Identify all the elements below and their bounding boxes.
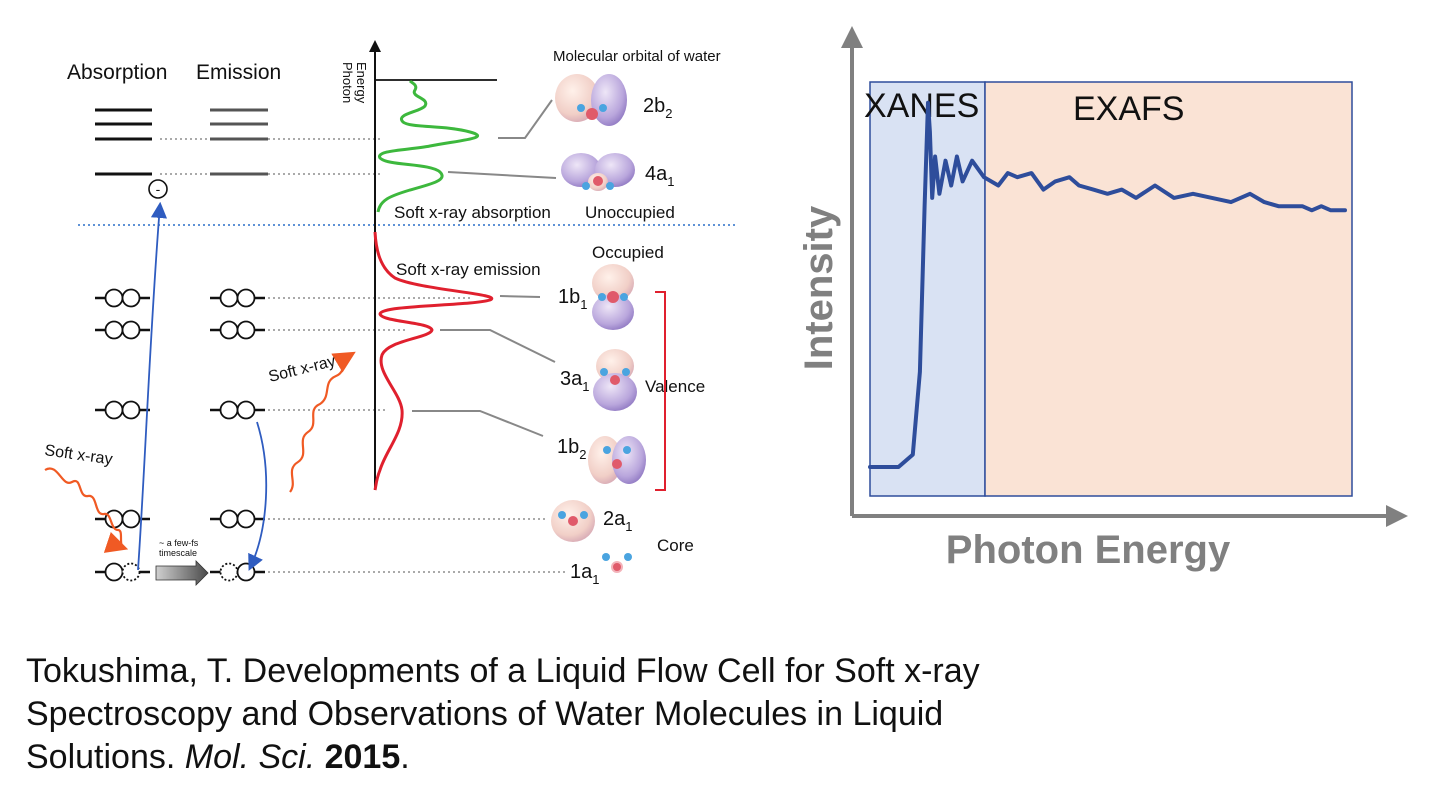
exafs-region [984, 81, 1353, 497]
orbital-1a1-image [602, 553, 632, 573]
orbital-1b1-image [592, 264, 634, 330]
citation-text: Tokushima, T. Developments of a Liquid F… [26, 652, 980, 776]
emission-occupied-level [210, 400, 265, 420]
absorption-spectrum-label: Soft x-ray absorption [394, 203, 551, 222]
x-axis-arrowhead [1386, 505, 1408, 527]
emission-spectrum-label: Soft x-ray emission [396, 260, 541, 279]
timescale-line2: timescale [159, 548, 197, 558]
orbital-label-4a1: 4a1 [645, 163, 674, 189]
emitted-xray-label: Soft x-ray [267, 353, 338, 386]
orbital-4a1-image [561, 153, 635, 191]
orbital-labels: 2b2 4a1 1b1 3a1 1b2 2a1 1a1 [557, 95, 674, 587]
orbital-label-3a1: 3a1 [560, 368, 589, 394]
unoccupied-label: Unoccupied [585, 203, 675, 222]
orbital-label-2b2: 2b2 [643, 95, 672, 121]
emitted-xray-wave [289, 351, 356, 493]
y-axis-arrowhead [841, 26, 863, 48]
exafs-label: EXAFS [1073, 90, 1184, 128]
axis-label-photon: Photon [340, 62, 355, 103]
dotted-connectors [160, 138, 565, 573]
occupied-label: Occupied [592, 243, 664, 262]
orbital-label-2a1: 2a1 [603, 508, 632, 534]
intensity-series-line [868, 100, 1347, 469]
leader-lines [412, 99, 557, 437]
molecular-orbital-title: Molecular orbital of water [553, 48, 721, 65]
core-label: Core [657, 536, 694, 555]
citation: Tokushima, T. Developments of a Liquid F… [26, 650, 1026, 779]
absorption-occupied-level [95, 320, 150, 340]
citation-journal: Mol. Sci. [184, 738, 316, 776]
occupied-levels [95, 288, 265, 582]
orbital-label-1b1: 1b1 [558, 286, 587, 312]
excited-electron: - [148, 179, 168, 199]
emission-unoccupied-levels [210, 108, 268, 176]
valence-bracket [655, 291, 666, 491]
citation-year: 2015 [324, 738, 401, 776]
decay-arrow [248, 421, 268, 571]
absorption-occupied-level [95, 400, 150, 420]
incident-xray-label: Soft x-ray [43, 442, 113, 468]
xas-chart: XANES EXAFS Photon Energy Intensity [797, 26, 1408, 572]
orbital-3a1-image [593, 349, 637, 411]
absorption-spectrum-curve [376, 79, 479, 213]
emission-occupied-level [210, 288, 265, 308]
orbital-1b2-image [588, 436, 646, 484]
orbital-2a1-image [551, 500, 595, 542]
excitation-arrow [137, 201, 168, 571]
emission-occupied-level [210, 562, 265, 582]
absorption-occupied-level [95, 288, 150, 308]
absorption-header: Absorption [67, 61, 167, 84]
citation-end: . [400, 738, 410, 776]
electron-symbol: - [156, 181, 161, 197]
valence-label: Valence [645, 377, 705, 396]
xanes-label: XANES [864, 87, 979, 125]
timescale-arrow [155, 560, 209, 586]
y-axis-label: Intensity [797, 205, 841, 370]
energy-level-diagram: Absorption Emission - [43, 40, 738, 587]
incident-xray-wave [44, 467, 129, 553]
emission-occupied-level [210, 320, 265, 340]
orbital-label-1b2: 1b2 [557, 436, 586, 462]
absorption-unoccupied-levels [95, 108, 152, 176]
absorption-occupied-level [95, 562, 150, 582]
emission-spectrum-curve [373, 231, 494, 491]
emission-occupied-level [210, 509, 265, 529]
timescale-line1: ~ a few-fs [159, 538, 199, 548]
emission-header: Emission [196, 61, 281, 84]
x-axis-label: Photon Energy [946, 528, 1231, 572]
orbital-2b2-image [555, 74, 627, 126]
axis-label-energy: Energy [354, 62, 369, 104]
orbital-label-1a1: 1a1 [570, 561, 599, 587]
